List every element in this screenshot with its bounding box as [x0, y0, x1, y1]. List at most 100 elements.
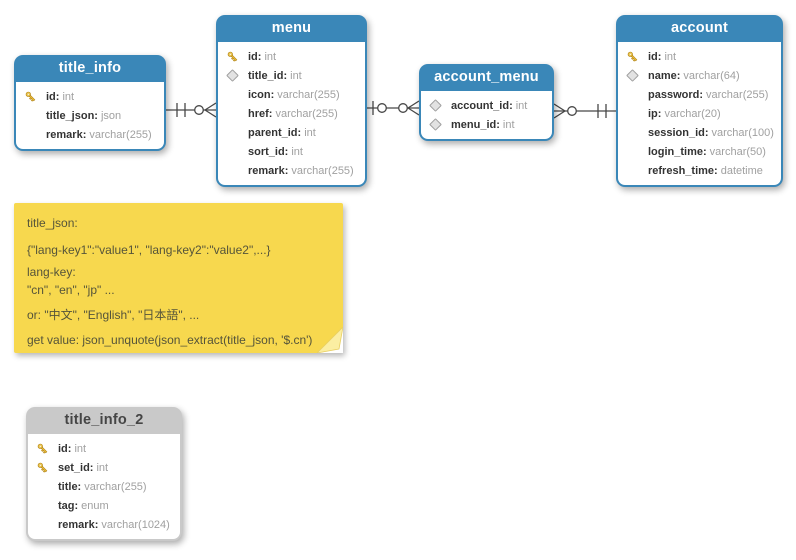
field-row[interactable]: title_id:int: [218, 66, 365, 85]
field-type: varchar(255): [277, 88, 340, 101]
field-row[interactable]: id:int: [618, 47, 781, 66]
field-row[interactable]: id:int: [218, 47, 365, 66]
field-row[interactable]: remark:varchar(255): [218, 161, 365, 180]
foreign-key-icon: [427, 99, 451, 112]
foreign-key-icon: [427, 118, 451, 131]
field-type: varchar(1024): [101, 518, 170, 531]
field-name: session_id:: [648, 126, 709, 139]
field-row[interactable]: refresh_time:datetime: [618, 161, 781, 180]
field-row[interactable]: set_id:int: [28, 458, 180, 477]
note-line: get value: json_unquote(json_extract(tit…: [27, 333, 313, 347]
field-row[interactable]: icon:varchar(255): [218, 85, 365, 104]
field-row[interactable]: title_json:json: [16, 106, 164, 125]
relationship-menu-account_menu[interactable]: [367, 100, 420, 116]
field-name: title:: [58, 480, 82, 493]
field-name: menu_id:: [451, 118, 500, 131]
field-name: name:: [648, 69, 681, 82]
field-name: password:: [648, 88, 704, 101]
key-glyph: [25, 91, 36, 102]
field-type: varchar(20): [664, 107, 721, 120]
field-type: int: [96, 461, 109, 474]
field-row[interactable]: sort_id:int: [218, 142, 365, 161]
key-glyph: [227, 51, 238, 62]
field-row[interactable]: remark:varchar(255): [16, 125, 164, 144]
field-row[interactable]: login_time:varchar(50): [618, 142, 781, 161]
relationship-account_menu-account[interactable]: [553, 103, 616, 119]
field-row[interactable]: password:varchar(255): [618, 85, 781, 104]
field-row[interactable]: remark:varchar(1024): [28, 515, 180, 534]
field-type: json: [100, 109, 122, 122]
field-type: int: [74, 442, 87, 455]
field-type: int: [264, 50, 277, 63]
field-name: tag:: [58, 499, 79, 512]
field-name: remark:: [248, 164, 289, 177]
field-type: varchar(255): [291, 164, 354, 177]
key-glyph: [37, 443, 48, 454]
field-type: varchar(50): [709, 145, 766, 158]
field-name: id:: [58, 442, 72, 455]
field-type: varchar(100): [711, 126, 774, 139]
note-line: title_json:: [27, 216, 78, 230]
field-type: varchar(255): [89, 128, 152, 141]
field-name: href:: [248, 107, 273, 120]
note-line: "cn", "en", "jp" ...: [27, 283, 115, 297]
table-title[interactable]: title_info_2: [64, 412, 144, 428]
field-row[interactable]: tag:enum: [28, 496, 180, 515]
note-line: lang-key:: [27, 265, 76, 279]
field-name: login_time:: [648, 145, 707, 158]
field-type: datetime: [720, 164, 763, 177]
field-name: id:: [248, 50, 262, 63]
note-line: {"lang-key1":"value1", "lang-key2":"valu…: [27, 243, 271, 257]
table-title[interactable]: account: [671, 20, 728, 36]
field-row[interactable]: title:varchar(255): [28, 477, 180, 496]
relationship-title_info-menu[interactable]: [166, 102, 217, 118]
field-name: sort_id:: [248, 145, 289, 158]
field-name: title_id:: [248, 69, 288, 82]
sticky-note[interactable]: title_json: {"lang-key1":"value1", "lang…: [14, 203, 343, 353]
field-type: varchar(64): [683, 69, 740, 82]
field-name: id:: [648, 50, 662, 63]
field-name: remark:: [58, 518, 99, 531]
primary-key-icon: [34, 461, 58, 474]
field-type: int: [291, 145, 303, 158]
field-row[interactable]: id:int: [28, 439, 180, 458]
table-title[interactable]: title_info: [58, 60, 122, 76]
field-row[interactable]: account_id:int: [421, 96, 552, 115]
field-row[interactable]: href:varchar(255): [218, 104, 365, 123]
table-title[interactable]: account_menu: [434, 69, 539, 85]
field-row[interactable]: name:varchar(64): [618, 66, 781, 85]
field-type: enum: [81, 499, 109, 512]
field-type: int: [664, 50, 677, 63]
field-row[interactable]: ip:varchar(20): [618, 104, 781, 123]
field-row[interactable]: parent_id:int: [218, 123, 365, 142]
field-type: varchar(255): [275, 107, 338, 120]
field-name: icon:: [248, 88, 275, 101]
field-type: varchar(255): [706, 88, 769, 101]
field-type: int: [515, 99, 528, 112]
foreign-key-icon: [624, 69, 648, 82]
field-row[interactable]: menu_id:int: [421, 115, 552, 134]
field-name: account_id:: [451, 99, 513, 112]
field-type: int: [502, 118, 515, 131]
field-name: parent_id:: [248, 126, 302, 139]
field-name: remark:: [46, 128, 87, 141]
field-row[interactable]: id:int: [16, 87, 164, 106]
field-row[interactable]: session_id:varchar(100): [618, 123, 781, 142]
key-glyph: [37, 462, 48, 473]
key-glyph: [627, 51, 638, 62]
primary-key-icon: [624, 50, 648, 63]
table-title[interactable]: menu: [271, 20, 312, 36]
foreign-key-icon: [224, 69, 248, 82]
note-folded-corner: [317, 327, 343, 353]
